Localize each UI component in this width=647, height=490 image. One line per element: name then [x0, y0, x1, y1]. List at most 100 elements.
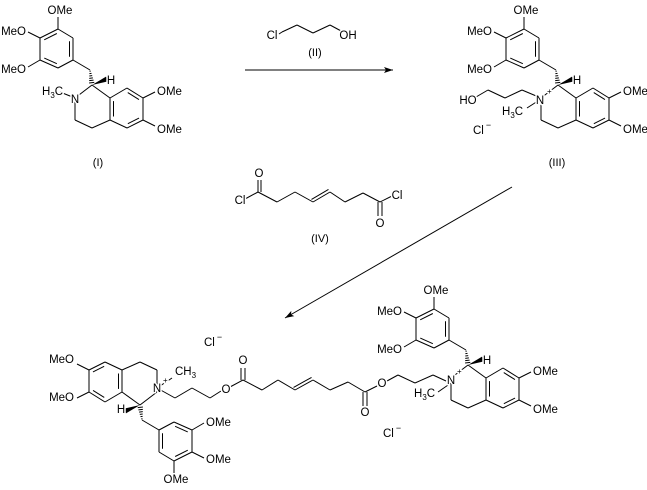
- bond: [191, 422, 205, 431]
- bond: [277, 379, 296, 391]
- bond: [244, 191, 259, 200]
- bond: [450, 364, 469, 379]
- atom-label: OMe: [157, 124, 182, 136]
- atom-label: O: [361, 407, 370, 419]
- bond: [448, 339, 467, 351]
- methyl-label: H3C: [42, 86, 63, 100]
- bond: [142, 91, 156, 99]
- bond: [276, 191, 296, 203]
- atom-label: MeO: [49, 392, 74, 404]
- atom-label: O: [222, 384, 231, 396]
- compound-I: OMe MeO MeO H N H3C OMe OMe (I): [0, 4, 183, 171]
- bond: [414, 374, 434, 384]
- bond: [261, 379, 279, 391]
- bond: [191, 387, 211, 399]
- bond: [281, 24, 298, 33]
- bond: [433, 308, 450, 319]
- bond: [126, 87, 144, 99]
- wedge-bond: [92, 76, 108, 85]
- bond: [485, 399, 504, 409]
- bond: [109, 119, 128, 129]
- bond: [344, 192, 364, 203]
- methyl-label: CH3: [175, 366, 197, 380]
- bond: [141, 419, 160, 431]
- atom-label: OMe: [533, 366, 558, 378]
- bond: [209, 390, 222, 399]
- bond: [173, 451, 193, 462]
- atom-label: OMe: [48, 5, 73, 17]
- bond: [557, 119, 577, 129]
- bond: [504, 89, 523, 99]
- bond: [518, 399, 532, 407]
- hash-bond-line: [555, 79, 560, 82]
- methyl-subscript: 3: [192, 371, 197, 380]
- bond: [433, 339, 450, 349]
- hash-bond-line: [89, 79, 94, 82]
- bond: [403, 339, 417, 348]
- bond: [312, 191, 331, 203]
- double-bond-line: [503, 397, 516, 405]
- atom-label: OMe: [514, 5, 539, 17]
- double-bond-line: [593, 92, 606, 101]
- bond: [139, 361, 158, 371]
- bond: [139, 391, 158, 406]
- bond: [437, 382, 452, 393]
- hash-bond-line: [465, 361, 471, 364]
- bond: [109, 87, 128, 99]
- atom-label: Cl: [235, 195, 246, 207]
- atom-label: HO: [459, 95, 476, 107]
- atom-label: N: [71, 94, 79, 106]
- atom-label: O: [378, 378, 387, 390]
- double-bond-line: [293, 376, 312, 388]
- bond: [467, 399, 487, 409]
- atom-label: Cl: [267, 30, 278, 42]
- hash-bond-line: [137, 406, 143, 409]
- bond: [57, 59, 74, 69]
- bond: [156, 377, 173, 389]
- bond: [502, 367, 520, 379]
- methyl-h: H: [42, 86, 50, 98]
- compound-III: OMe MeO MeO H N + HO H3C OMe OMe Cl− (II…: [458, 4, 647, 171]
- bond: [364, 385, 378, 393]
- bond: [487, 89, 506, 99]
- methyl-ch: CH: [175, 366, 192, 378]
- bond: [257, 191, 278, 203]
- bond: [191, 451, 205, 459]
- wedge-bond: [468, 356, 484, 365]
- bond: [575, 87, 594, 99]
- atom-label: OMe: [623, 124, 647, 136]
- atom-label: O: [376, 218, 385, 230]
- bond: [76, 363, 90, 371]
- compound-label: (I): [93, 157, 103, 169]
- bond: [174, 387, 193, 399]
- charge: −: [396, 423, 401, 433]
- atom-label: OMe: [623, 86, 647, 98]
- product-left-half: MeO MeO H N + CH3 OMe OMe OMe Cl−: [48, 331, 233, 488]
- bond: [526, 98, 542, 109]
- double-bond-line: [44, 33, 58, 41]
- double-bond-line: [420, 337, 434, 345]
- bond: [538, 59, 557, 71]
- charge: −: [486, 120, 491, 130]
- bond: [518, 371, 532, 379]
- bond: [450, 399, 469, 409]
- compound-label: (III): [549, 157, 566, 169]
- hash-bond-line: [465, 359, 470, 362]
- bond: [173, 421, 193, 431]
- product-right-half: OMe MeO MeO H N + H3C OMe OMe Cl−: [376, 284, 560, 442]
- bond: [523, 28, 540, 39]
- bond: [521, 89, 542, 99]
- bond: [74, 84, 93, 99]
- bond: [294, 191, 314, 203]
- bond: [142, 119, 156, 127]
- charge-plus: +: [163, 376, 168, 385]
- bond: [329, 191, 346, 203]
- methyl-c: C: [427, 388, 435, 400]
- double-bond-line: [92, 365, 105, 373]
- bond: [104, 391, 123, 403]
- methyl-label: H3C: [414, 388, 435, 402]
- compound-label: (II): [308, 47, 321, 59]
- atom-label: OMe: [157, 86, 182, 98]
